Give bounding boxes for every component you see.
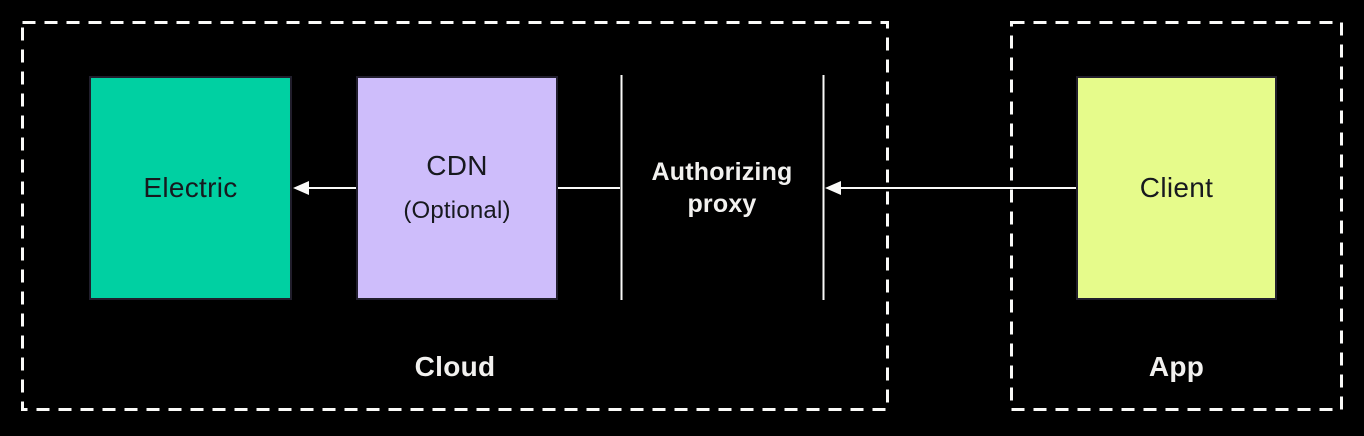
- proxy-lane-label: Authorizing proxy: [651, 158, 793, 218]
- node-cdn: CDN (Optional): [356, 76, 558, 300]
- cloud-group-label: Cloud: [414, 351, 496, 382]
- node-client-label: Client: [1139, 171, 1214, 203]
- node-cdn-label: CDN: [426, 150, 488, 182]
- arrow-cdn-to-electric-head: [293, 181, 309, 195]
- proxy-lane: Authorizing proxy: [622, 76, 822, 300]
- node-electric-label: Electric: [143, 171, 238, 203]
- arrow-client-to-proxy-head: [825, 181, 841, 195]
- cloud-group-border: [21, 21, 889, 411]
- node-cdn-sublabel: (Optional): [403, 197, 511, 225]
- node-electric: Electric: [89, 76, 292, 300]
- app-group-label: App: [1148, 351, 1205, 382]
- app-group-border: [1010, 21, 1343, 411]
- node-client: Client: [1076, 76, 1277, 300]
